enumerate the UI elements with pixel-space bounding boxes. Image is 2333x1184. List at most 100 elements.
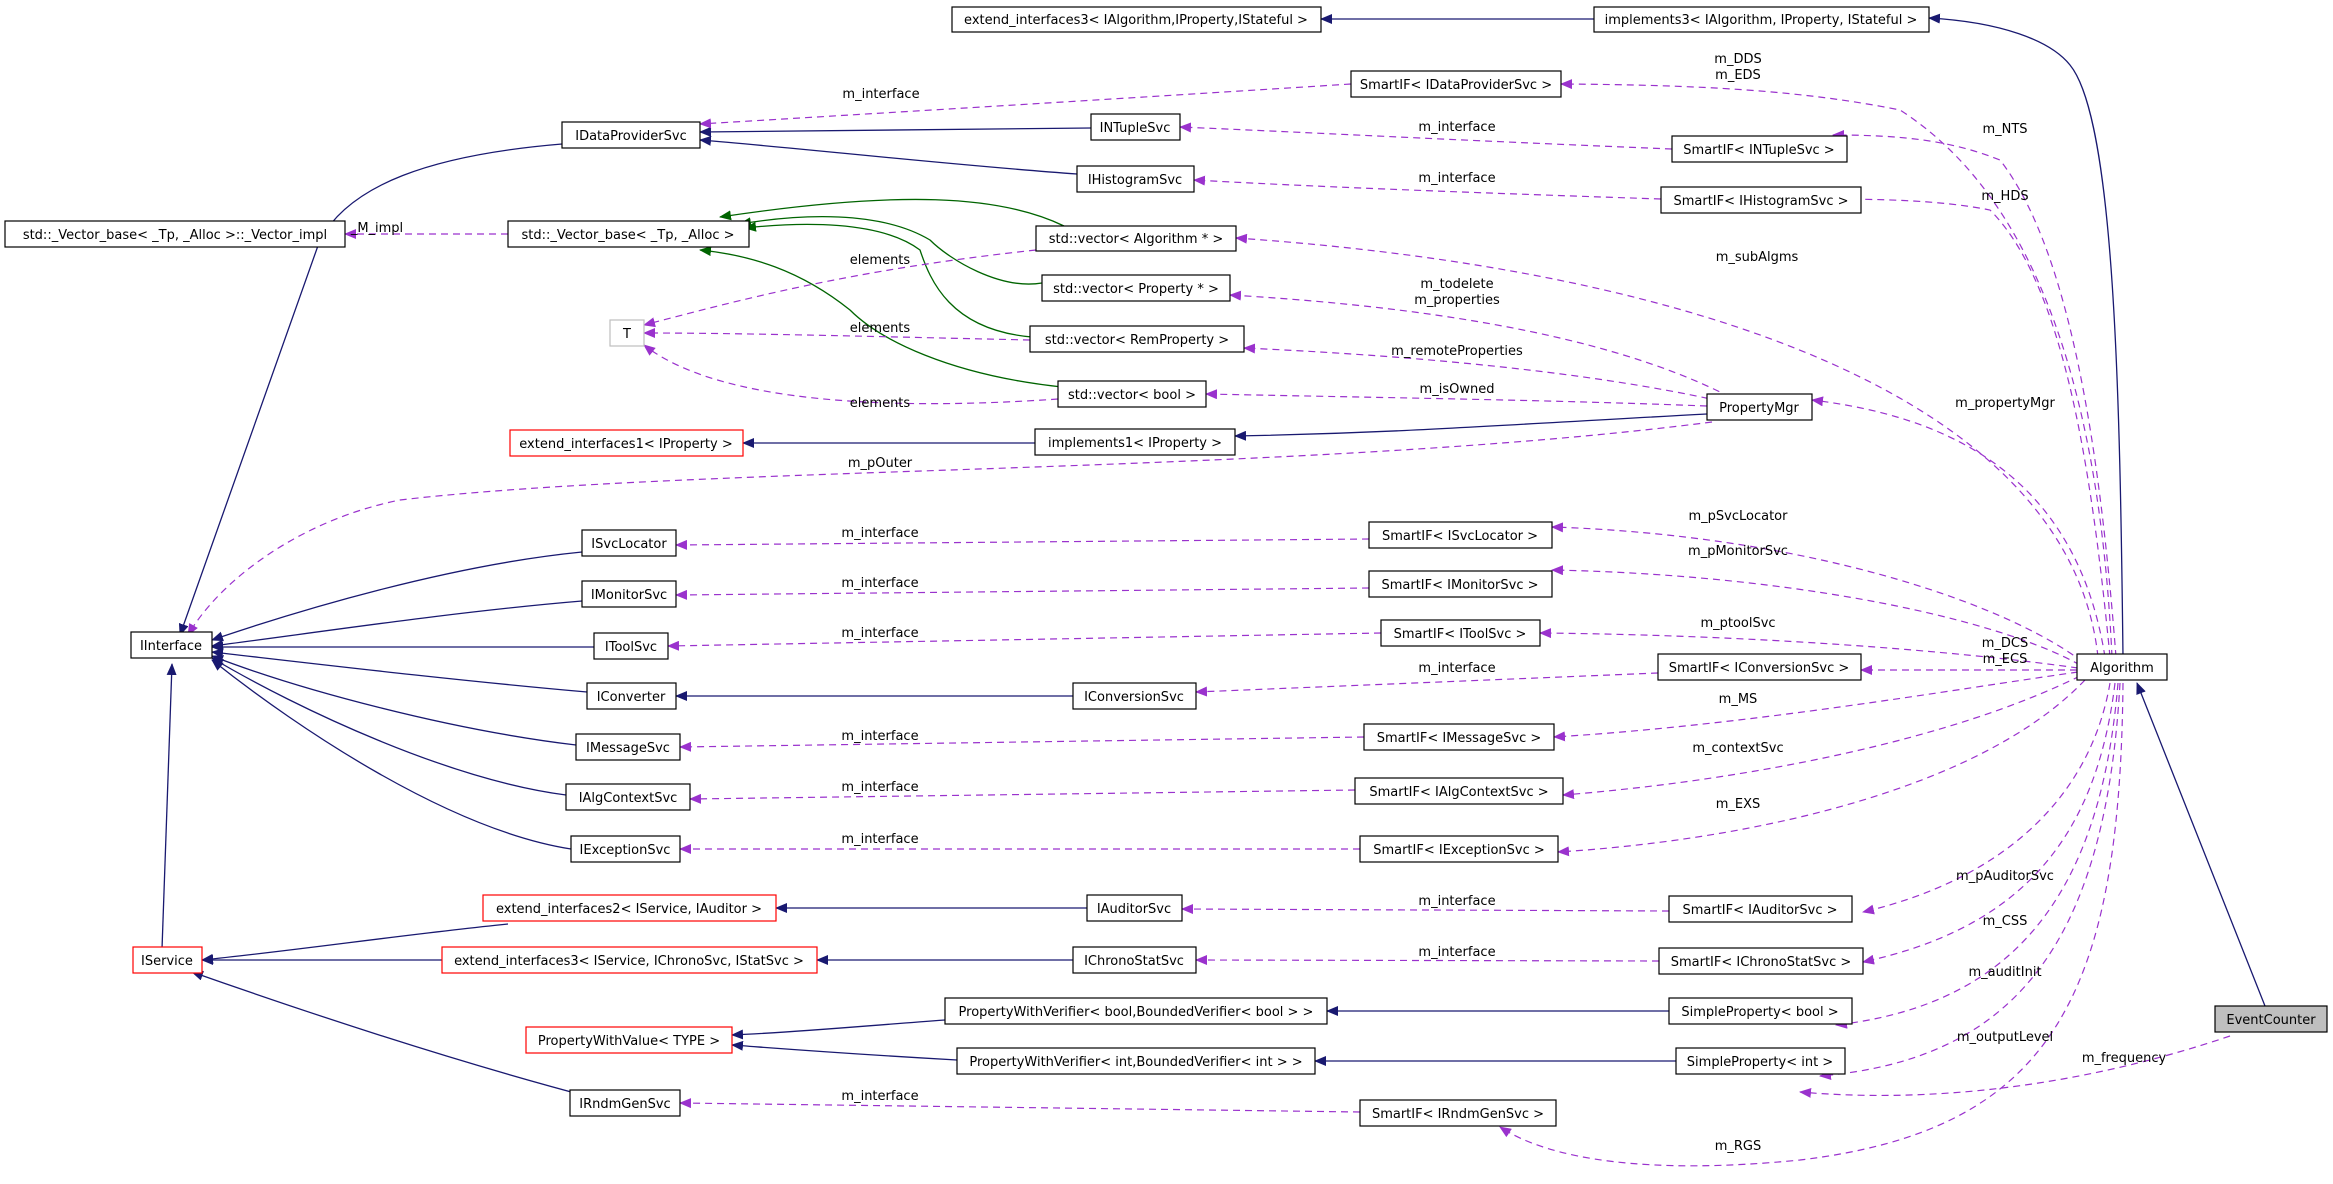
label-m-interface-iauditorsvc: m_interface — [1418, 894, 1495, 909]
label-m-pouter: m_pOuter — [848, 456, 913, 471]
node-smartif-imessagesvc[interactable]: SmartIF< IMessageSvc > — [1363, 723, 1555, 751]
node-isvclocator[interactable]: ISvcLocator — [581, 529, 677, 557]
node-eventcounter[interactable]: EventCounter — [2214, 1005, 2328, 1033]
node-smartif-intuplesvc[interactable]: SmartIF< INTupleSvc > — [1671, 135, 1848, 163]
edge-algorithm-m-subalgms — [1235, 233, 2099, 658]
node-t[interactable]: T — [609, 319, 645, 347]
edge-imonitorsvc-to-iinterface — [211, 600, 583, 650]
node-vector-bool[interactable]: std::vector< bool > — [1057, 380, 1207, 408]
node-smartif-irndmgensvc[interactable]: SmartIF< IRndmGenSvc > — [1359, 1099, 1557, 1127]
node-smartif-itoolsvc[interactable]: SmartIF< IToolSvc > — [1380, 619, 1541, 647]
label-elements-2: elements — [850, 321, 911, 336]
node-ichronostatsvc[interactable]: IChronoStatSvc — [1072, 946, 1197, 974]
label-m-propertymgr: m_propertyMgr — [1955, 396, 2055, 411]
edge-itoolsvc-m-interface — [667, 632, 1382, 651]
edge-pwv-int-to-propertywithvalue — [731, 1040, 958, 1061]
edge-propertymgr-to-implements1 — [1234, 413, 1708, 441]
node-vector-algorithm[interactable]: std::vector< Algorithm * > — [1035, 225, 1237, 252]
node-label: IInterface — [140, 639, 202, 654]
node-vector-base-impl[interactable]: std::_Vector_base< _Tp, _Alloc >::_Vecto… — [4, 220, 346, 248]
node-ialgcontextsvc[interactable]: IAlgContextSvc — [565, 783, 691, 811]
node-iconverter[interactable]: IConverter — [586, 682, 677, 710]
node-idataprovidersvc[interactable]: IDataProviderSvc — [561, 121, 701, 149]
node-algorithm[interactable]: Algorithm — [2076, 653, 2168, 681]
node-label: std::_Vector_base< _Tp, _Alloc >::_Vecto… — [23, 228, 327, 243]
edge-propertymgr-m-isowned — [1205, 389, 1708, 407]
node-iinterface[interactable]: IInterface — [130, 631, 213, 659]
node-implements3[interactable]: implements3< IAlgorithm, IProperty, ISta… — [1593, 6, 1930, 33]
node-smartif-idataprovidersvc[interactable]: SmartIF< IDataProviderSvc > — [1350, 70, 1562, 98]
node-label: SmartIF< IConversionSvc > — [1669, 661, 1850, 676]
node-irndmgensvc[interactable]: IRndmGenSvc — [569, 1089, 681, 1117]
node-label: INTupleSvc — [1100, 121, 1171, 136]
node-extend-interfaces2[interactable]: extend_interfaces2< IService, IAuditor > — [482, 894, 777, 922]
label-m-interface-iconversionsvc: m_interface — [1418, 661, 1495, 676]
edge-irndmgensvc-m-interface — [679, 1098, 1361, 1113]
edge-eventcounter-to-algorithm — [2136, 682, 2266, 1007]
node-extend-interfaces3-iservice[interactable]: extend_interfaces3< IService, IChronoSvc… — [441, 946, 818, 974]
node-intuplesvc[interactable]: INTupleSvc — [1090, 113, 1181, 141]
node-label: std::vector< bool > — [1068, 388, 1196, 403]
node-imonitorsvc[interactable]: IMonitorSvc — [581, 580, 677, 608]
node-propertywithvalue[interactable]: PropertyWithValue< TYPE > — [525, 1026, 733, 1054]
node-iservice[interactable]: IService — [132, 946, 203, 974]
edge-pwv-bool-to-propertywithvalue — [731, 1019, 946, 1040]
edge-imessagesvc-m-interface — [679, 736, 1365, 752]
node-label: IConversionSvc — [1084, 690, 1184, 705]
edge-intuplesvc-to-idataprovidersvc — [699, 126, 1092, 137]
node-label: PropertyMgr — [1719, 401, 1799, 416]
node-smartif-isvclocator[interactable]: SmartIF< ISvcLocator > — [1368, 521, 1553, 549]
edge-algorithm-m-contextsvc — [1562, 675, 2081, 800]
node-label: SmartIF< IAuditorSvc > — [1682, 903, 1837, 918]
node-vector-remproperty[interactable]: std::vector< RemProperty > — [1029, 325, 1245, 353]
node-smartif-iconversionsvc[interactable]: SmartIF< IConversionSvc > — [1657, 653, 1862, 681]
node-simpleproperty-bool[interactable]: SimpleProperty< bool > — [1668, 997, 1853, 1025]
edge-intuplesvc-smartif-m-interface — [1179, 122, 1673, 150]
node-vector-property[interactable]: std::vector< Property * > — [1041, 274, 1231, 302]
node-smartif-imonitorsvc[interactable]: SmartIF< IMonitorSvc > — [1368, 570, 1553, 598]
node-iconversionsvc[interactable]: IConversionSvc — [1072, 682, 1197, 710]
node-iauditorsvc[interactable]: IAuditorSvc — [1086, 894, 1183, 922]
node-label: IChronoStatSvc — [1084, 954, 1184, 969]
label-elements-1: elements — [850, 253, 911, 268]
label-m-interface-itoolsvc: m_interface — [841, 626, 918, 641]
node-smartif-iauditorsvc[interactable]: SmartIF< IAuditorSvc > — [1668, 895, 1853, 923]
node-label: SmartIF< IDataProviderSvc > — [1360, 78, 1552, 93]
node-propertywithverifier-bool[interactable]: PropertyWithVerifier< bool,BoundedVerifi… — [944, 997, 1328, 1025]
node-label: IConverter — [597, 690, 666, 705]
edge-propertymgr-m-remoteproperties — [1243, 343, 1721, 402]
edges — [161, 13, 2266, 1167]
node-itoolsvc[interactable]: IToolSvc — [593, 632, 669, 660]
edge-algorithm-m-propertymgr — [1811, 396, 2106, 658]
label-m-pauditorsvc: m_pAuditorSvc — [1956, 869, 2054, 884]
node-smartif-ichronostatsvc[interactable]: SmartIF< IChronoStatSvc > — [1658, 947, 1864, 975]
label-m-interface-idataprovider: m_interface — [842, 87, 919, 102]
node-label: SmartIF< IExceptionSvc > — [1373, 843, 1545, 858]
edge-iconverter-to-iinterface — [211, 648, 588, 693]
edge-iconversionsvc-m-interface — [1195, 672, 1659, 697]
edge-algorithm-to-implements3 — [1928, 13, 2124, 658]
label-m-interface-ichronostatsvc: m_interface — [1418, 945, 1495, 960]
node-smartif-ihistogramsvc[interactable]: SmartIF< IHistogramSvc > — [1660, 186, 1862, 214]
node-smartif-iexceptionsvc[interactable]: SmartIF< IExceptionSvc > — [1359, 835, 1559, 863]
node-extend-interfaces1[interactable]: extend_interfaces1< IProperty > — [509, 429, 744, 457]
node-propertywithverifier-int[interactable]: PropertyWithVerifier< int,BoundedVerifie… — [956, 1047, 1316, 1075]
node-implements1[interactable]: implements1< IProperty > — [1034, 428, 1236, 456]
edge-vector-algorithm-elements — [643, 249, 1037, 328]
node-simpleproperty-int[interactable]: SimpleProperty< int > — [1675, 1047, 1846, 1075]
node-ihistogramsvc[interactable]: IHistogramSvc — [1076, 165, 1195, 193]
node-imessagesvc[interactable]: IMessageSvc — [575, 733, 681, 761]
node-extend-interfaces3-ialgorithm[interactable]: extend_interfaces3< IAlgorithm,IProperty… — [951, 6, 1322, 33]
label-m-outputlevel: m_outputLevel — [1957, 1030, 2053, 1045]
label-m-todelete: m_todelete — [1420, 277, 1493, 292]
node-label: IAuditorSvc — [1097, 902, 1171, 917]
edge-ihistogramsvc-smartif-m-interface — [1193, 175, 1662, 200]
edge-ialgcontextsvc-m-interface — [689, 789, 1356, 804]
edge-irndmgensvc-to-iservice — [191, 970, 591, 1098]
node-smartif-ialgcontextsvc[interactable]: SmartIF< IAlgContextSvc > — [1354, 777, 1564, 805]
node-iexceptionsvc[interactable]: IExceptionSvc — [570, 835, 681, 863]
node-label: extend_interfaces1< IProperty > — [519, 437, 732, 452]
node-vector-base[interactable]: std::_Vector_base< _Tp, _Alloc > — [507, 220, 750, 248]
node-propertymgr[interactable]: PropertyMgr — [1706, 393, 1813, 421]
label-m-interface-iexceptionsvc: m_interface — [841, 832, 918, 847]
